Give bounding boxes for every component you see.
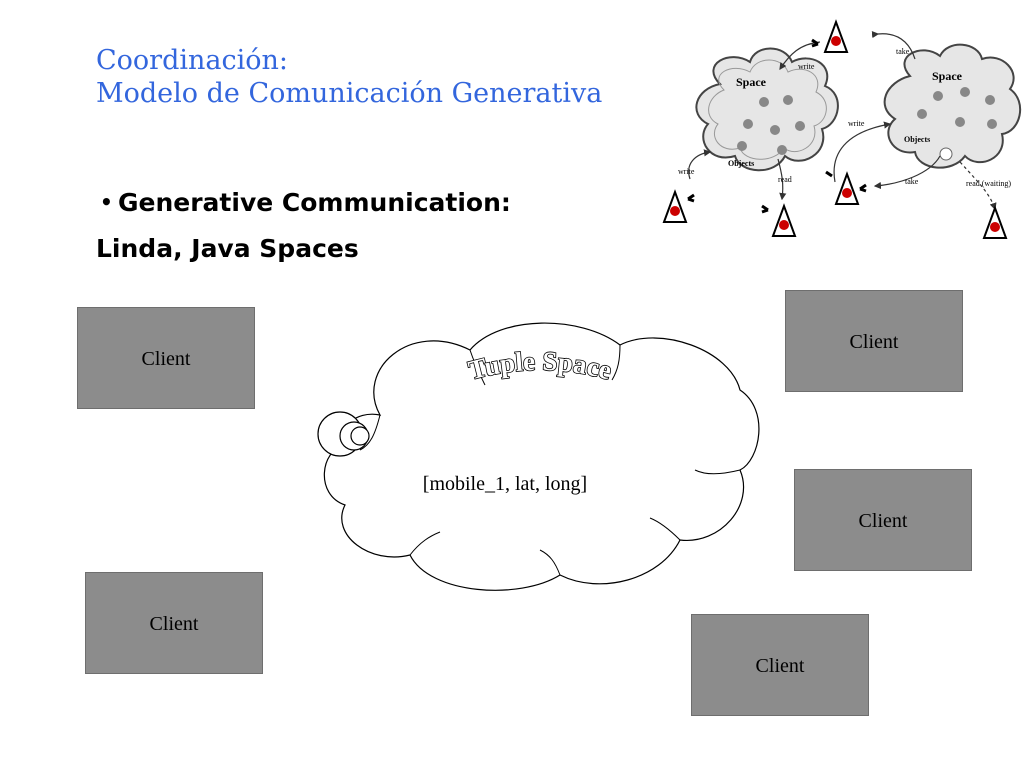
objects-label-left: Objects [728,159,754,168]
duke-mascot-icon [982,205,1008,239]
client-box-5: Client [691,614,869,716]
client-label: Client [141,348,191,370]
space-label-right: Space [932,69,963,83]
client-label: Client [755,655,805,677]
read-label-1: read [778,175,792,184]
write-label-3: write [848,119,865,128]
bullet-item: •Generative Communication: [100,188,511,217]
tuple-text: [mobile_1, lat, long] [423,473,587,495]
tuple-space-title: Tuple Space [465,346,614,386]
slide-title: Coordinación: Modelo de Comunicación Gen… [96,44,602,110]
client-label: Client [849,331,899,353]
take-label-1: take [896,47,910,56]
space-label-left: Space [736,75,767,89]
client-box-1: Client [77,307,255,409]
space-cloud-left: Space Objects [695,47,839,172]
objects-label-right: Objects [904,135,930,144]
client-label: Client [149,613,199,635]
title-line-2: Modelo de Comunicación Generativa [96,78,603,109]
client-box-4: Client [85,572,263,674]
bullet-text: Generative Communication: [118,188,511,217]
tuple-space-cloud: Tuple Space [mobile_1, lat, long] [317,322,760,591]
title-line-1: Coordinación: [96,45,288,76]
duke-mascot-icon [811,19,849,53]
bullet-subtext: Linda, Java Spaces [96,234,359,263]
client-box-3: Client [794,469,972,571]
javaspaces-illustration: Space Objects Space Objects write take w… [662,19,1021,239]
tuple-space-title-path: Tuple Space [465,345,616,386]
write-label-1: write [798,62,815,71]
duke-mascot-icon [825,170,867,205]
client-box-2: Client [785,290,963,392]
bullet-icon: • [100,190,113,214]
take-label-2: take [905,177,919,186]
client-label: Client [858,510,908,532]
space-cloud-right: Space Objects [883,43,1021,169]
read-waiting-label: read (waiting) [966,179,1011,188]
duke-mascot-icon [761,203,797,237]
write-label-2: write [678,167,695,176]
duke-mascot-icon [662,189,695,223]
